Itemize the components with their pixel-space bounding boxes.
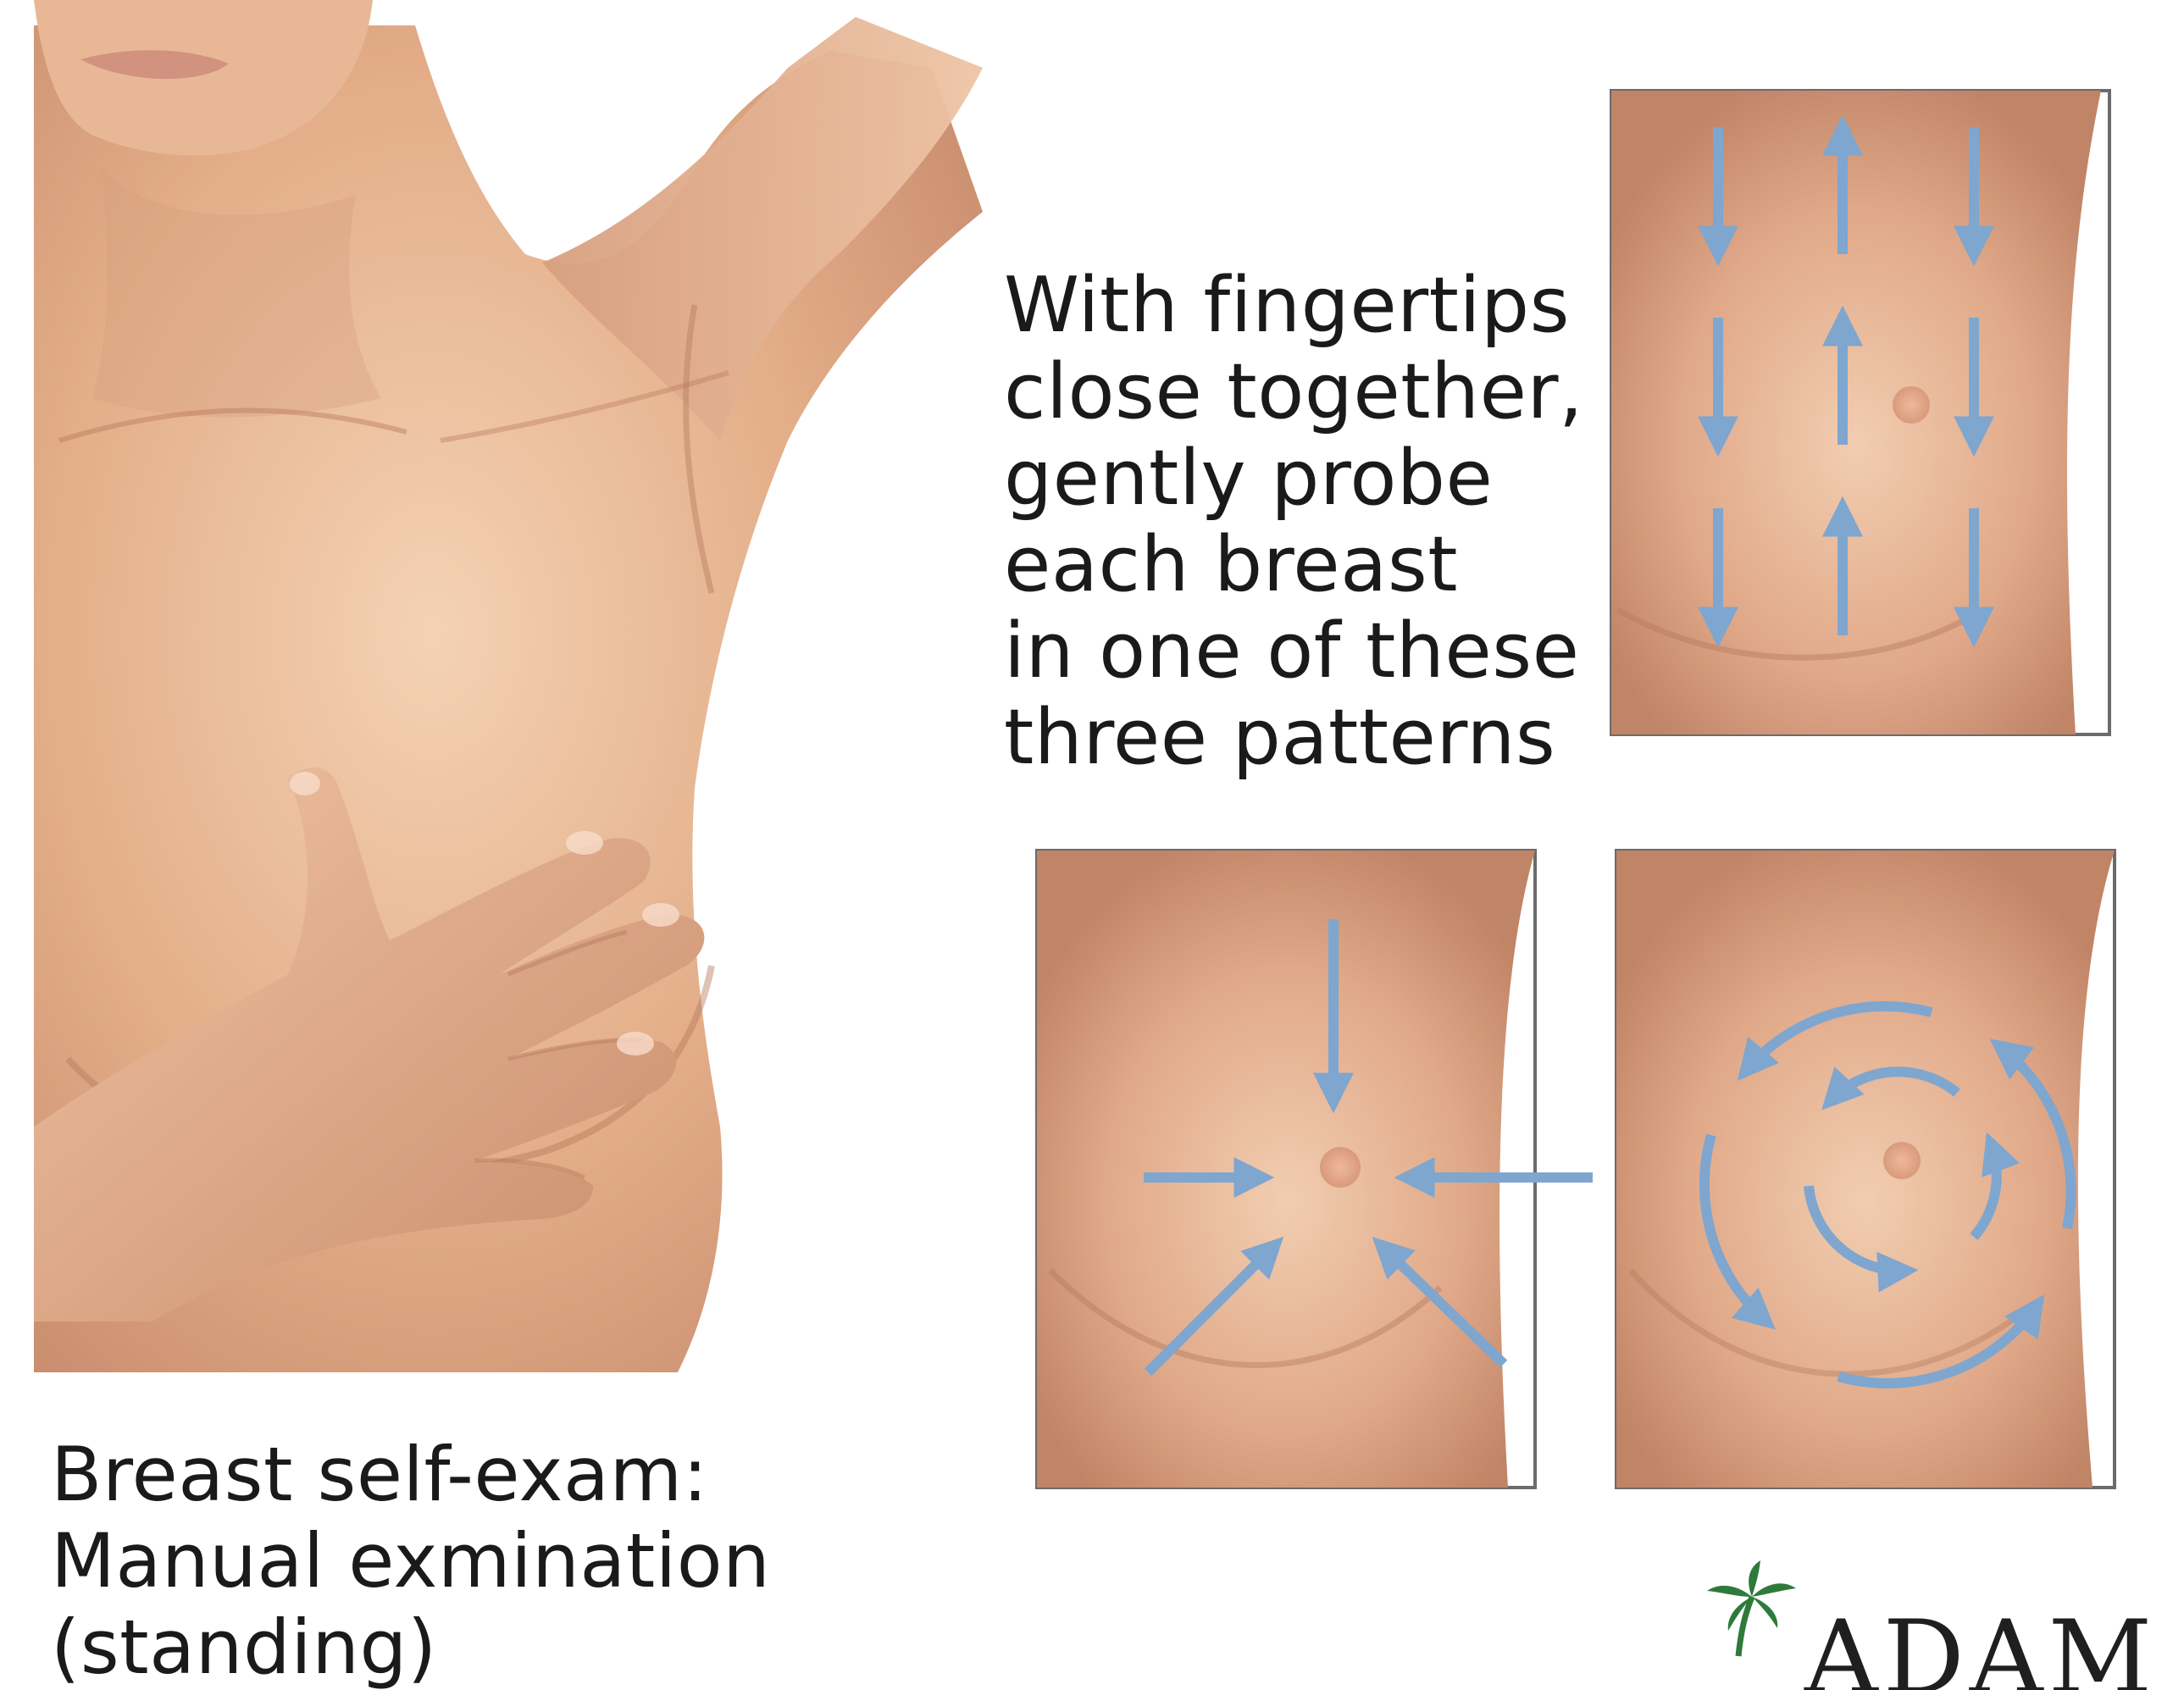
figure-caption: Breast self-exam: Manual exmination (sta… [51,1432,770,1690]
instruction-line: close together, [1004,349,1583,435]
instruction-line: gently probe [1004,435,1583,522]
instruction-line: With fingertips [1004,263,1583,349]
caption-line: Manual exmination [51,1518,770,1604]
instruction-line: each breast [1004,522,1583,608]
instruction-line: in one of these [1004,608,1583,695]
vertical-strip-panel [1611,91,2109,734]
palm-tree-icon [1707,1560,1796,1656]
adam-logo: ADAM [1804,1608,2157,1690]
standing-figure [34,0,983,1372]
caption-line: Breast self-exam: [51,1432,770,1518]
circular-panel [1616,851,2115,1488]
instruction-text: With fingertips close together, gently p… [1004,263,1583,781]
radial-wedge-panel [1037,851,1593,1488]
nipple [1883,1142,1921,1179]
nipple [1893,386,1930,424]
nipple [1320,1147,1361,1188]
caption-line: (standing) [51,1604,770,1690]
instruction-line: three patterns [1004,695,1583,781]
